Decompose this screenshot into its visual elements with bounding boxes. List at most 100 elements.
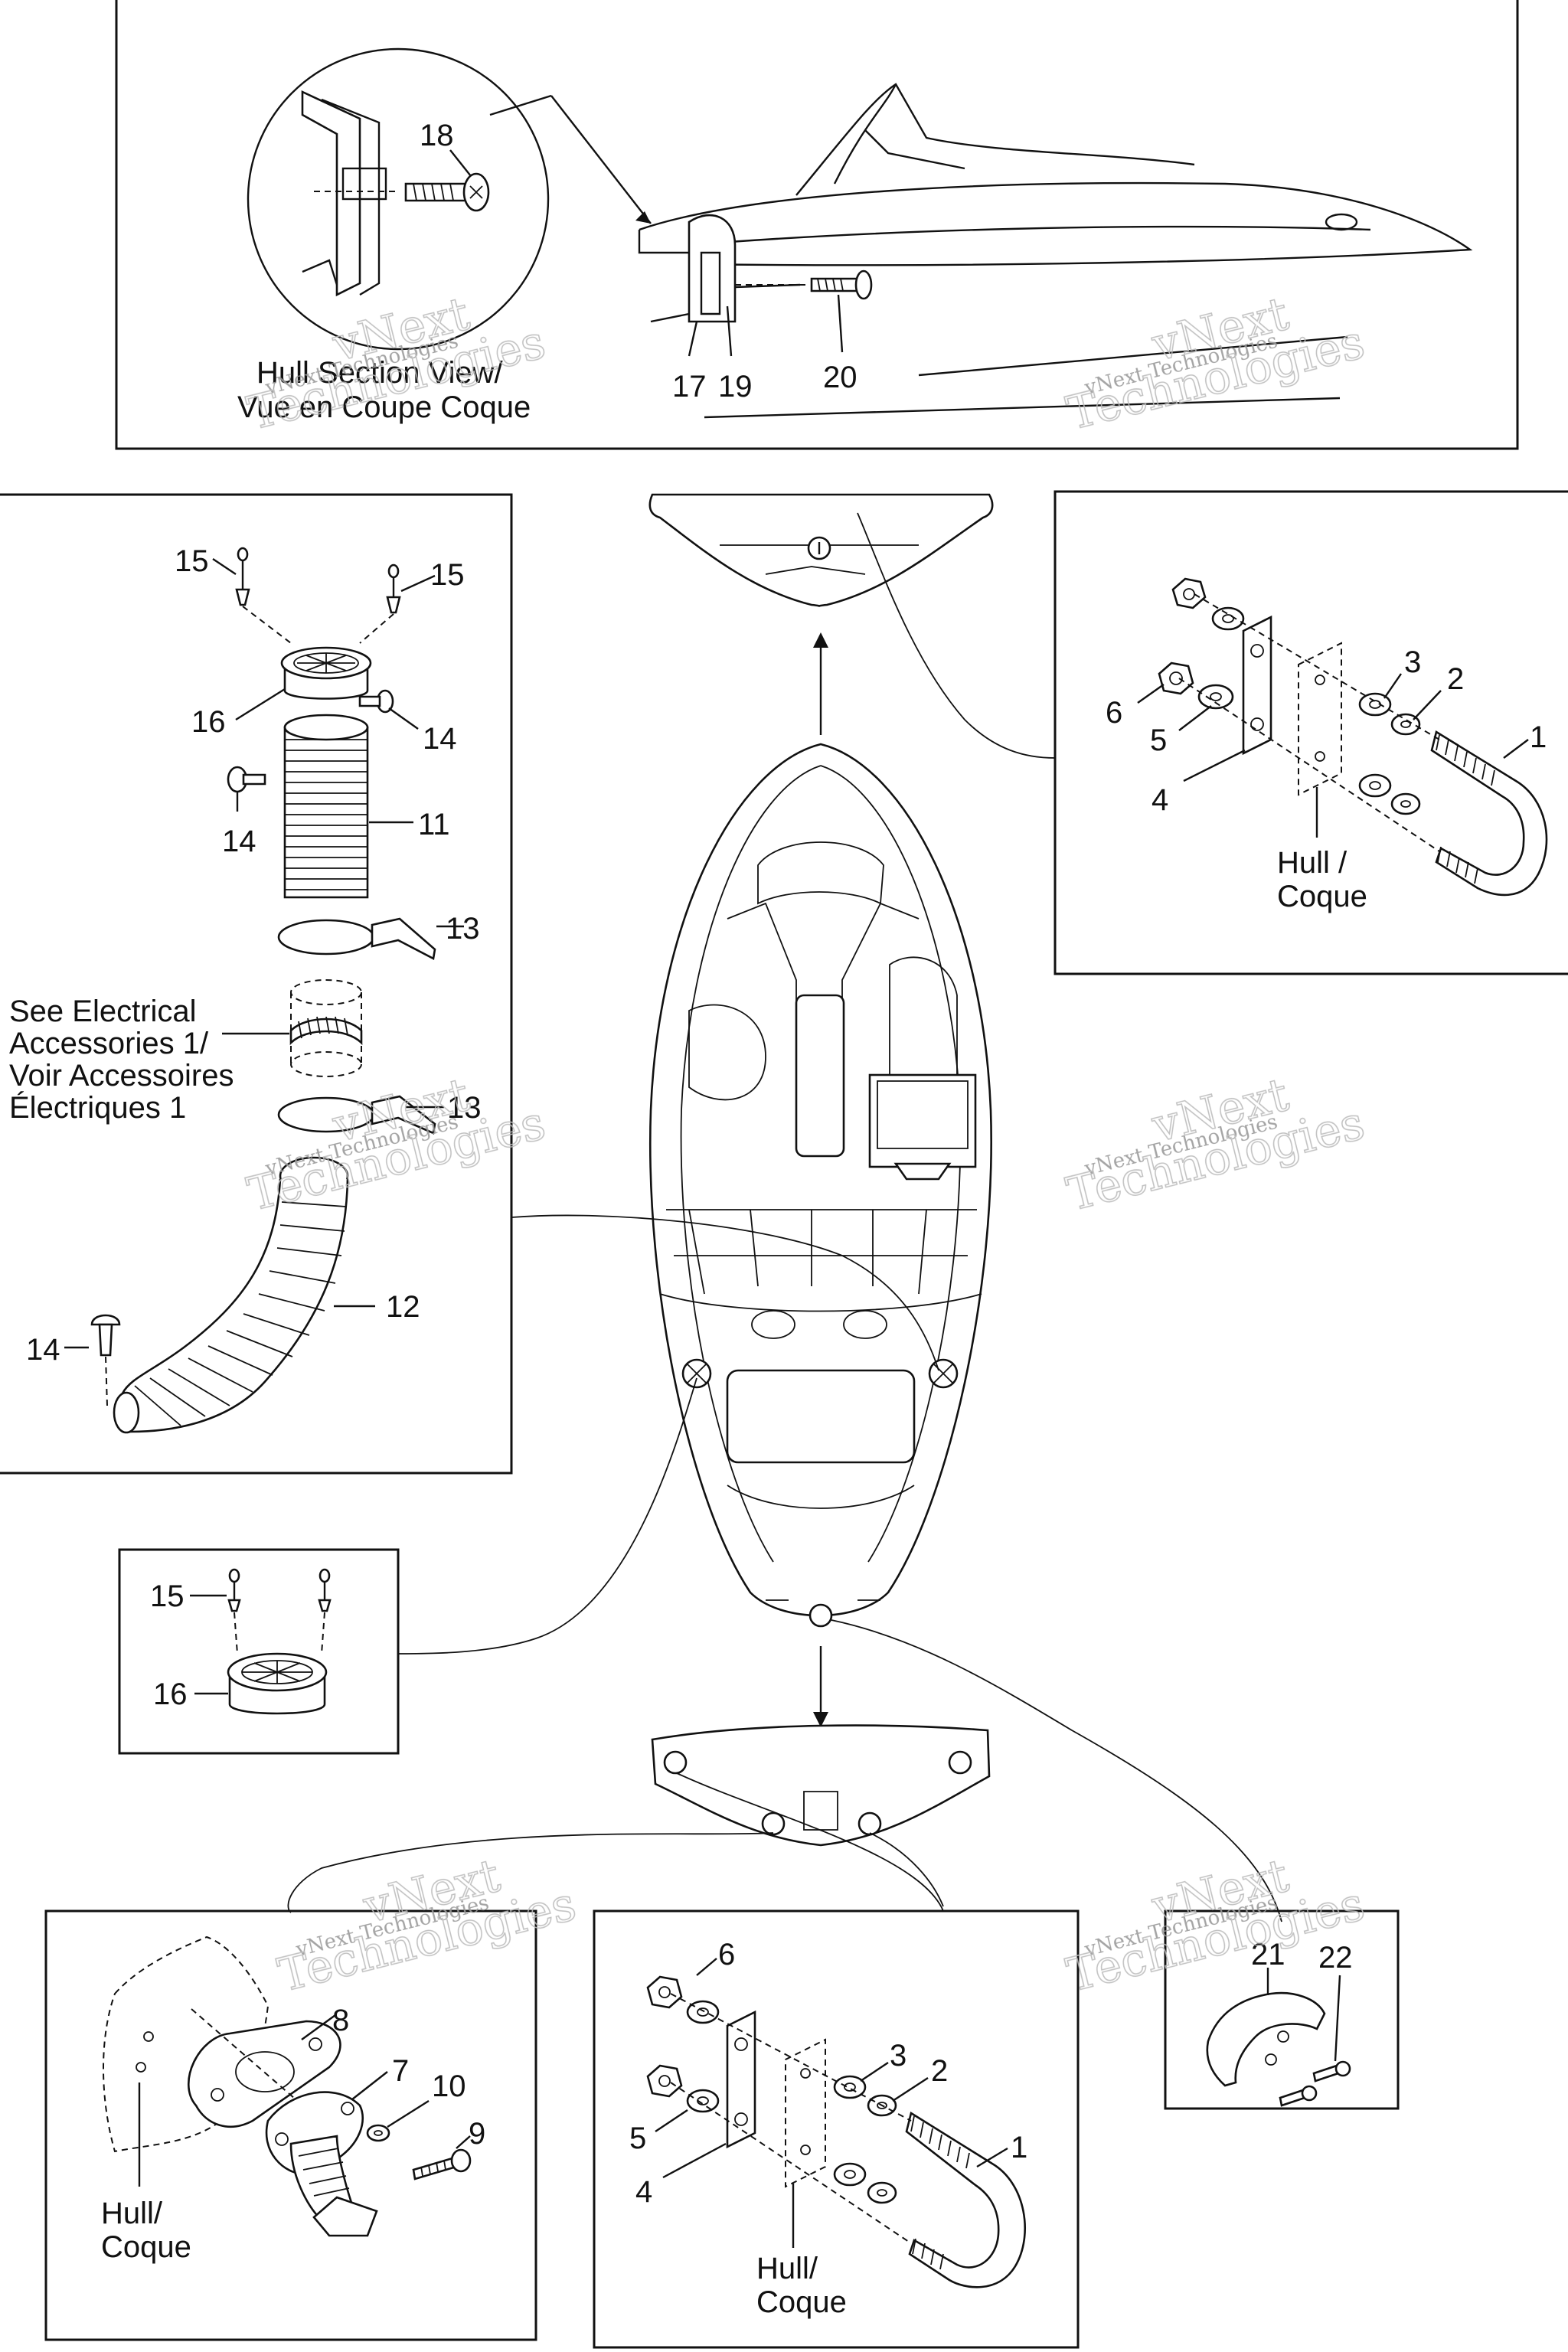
callout-2-rear: 2	[931, 2054, 948, 2088]
callout-2-front: 2	[1447, 662, 1464, 696]
boat-side-view	[638, 83, 1473, 419]
callout-15-c: 15	[150, 1579, 185, 1613]
note-line-4: Électriques 1	[9, 1090, 186, 1125]
gasket-8	[188, 2020, 341, 2128]
u-bolt-1-rear	[905, 2111, 1026, 2288]
note-line-2: Accessories 1/	[9, 1027, 209, 1060]
nut-6-rear-top	[646, 1975, 683, 2009]
front-ubolt-panel: 3 2 1 6 5 4 Hull / Coque	[1054, 490, 1568, 975]
bow-eye-bracket	[648, 493, 994, 607]
u-bolt-1	[1430, 730, 1548, 897]
vent-cover-16	[280, 646, 372, 700]
hose-clamp-13-lower	[277, 1095, 436, 1135]
callout-6-rear: 6	[718, 1938, 735, 1971]
hull-section-dashed	[1298, 642, 1342, 796]
callout-16-b: 16	[153, 1677, 188, 1711]
screw-20	[810, 270, 873, 300]
callout-21: 21	[1251, 1938, 1285, 1971]
watermark-mid-right: vNext Technologies vNext Technologies	[1061, 1067, 1370, 1223]
washer-3-rear-upper	[833, 2075, 867, 2099]
washer-3-upper	[1358, 692, 1392, 717]
panel-frame	[1054, 490, 1568, 975]
watermark-bottom-right: vNext Technologies vNext Technologies	[1061, 1848, 1370, 2004]
washer-3-rear-lower	[833, 2162, 867, 2187]
washer-5-rear-top	[686, 2000, 720, 2024]
hull-section-panel: 18 17	[115, 0, 1519, 450]
nut-6-top	[1171, 577, 1207, 609]
drain-plug-7	[265, 2091, 378, 2237]
panel-frame	[44, 1909, 537, 2341]
callout-14-a: 14	[423, 722, 457, 756]
callout-3-rear: 3	[890, 2039, 906, 2073]
panel-frame	[593, 1909, 1080, 2349]
hose-clamp-13-upper	[277, 917, 436, 960]
callout-16: 16	[191, 705, 226, 739]
callout-14-c: 14	[26, 1333, 60, 1367]
screw-22-b	[1279, 2085, 1318, 2107]
screw-9	[412, 2148, 472, 2180]
watermark-mid-left: vNext Technologies vNext Technologies	[242, 1067, 551, 1223]
callout-5-rear: 5	[629, 2122, 646, 2155]
screw-22-a	[1312, 2060, 1351, 2082]
screw-18	[404, 172, 490, 212]
washer-3-lower	[1358, 773, 1392, 798]
callout-9: 9	[469, 2117, 485, 2151]
hull-section-detail-circle	[247, 47, 550, 351]
screw-14-lower	[90, 1314, 121, 1357]
clip-21	[1206, 1991, 1326, 2087]
flex-hose-12	[113, 1156, 349, 1434]
vent-cover-16-b	[227, 1652, 328, 1715]
hull-label-drain-1: Hull/	[101, 2197, 163, 2230]
washer-5-mid	[1197, 684, 1234, 710]
note-line-1: See Electrical	[9, 995, 197, 1028]
hull-label-front-1: Hull /	[1277, 846, 1348, 880]
note-line-3: Voir Accessoires	[9, 1059, 234, 1093]
watermark-top-right: vNext Technologies vNext Technologies	[1061, 286, 1370, 442]
washer-10	[366, 2124, 390, 2142]
hull-section-caption-2: Vue en Coupe Coque	[237, 390, 531, 424]
hull-label-drain-2: Coque	[101, 2230, 191, 2264]
pin-15-b	[318, 1568, 332, 1612]
callout-13-b: 13	[447, 1091, 482, 1125]
clip-panel: 21 22	[1164, 1909, 1400, 2110]
backing-plate-4	[1242, 615, 1272, 756]
vent-assembly-panel: 15 15 16 14 14 11	[0, 493, 513, 1475]
callout-1-rear: 1	[1011, 2131, 1027, 2164]
callout-1-front: 1	[1530, 720, 1547, 754]
electrical-accessory	[289, 979, 363, 1077]
watermark-bottom-left: vNext Technologies vNext Technologies	[273, 1848, 582, 2004]
callout-19: 19	[718, 370, 753, 403]
panel-frame	[118, 1548, 400, 1755]
callout-4-rear: 4	[635, 2175, 652, 2209]
hull-body	[649, 743, 992, 1628]
bellows-hose-11	[283, 714, 369, 899]
panel-frame	[1164, 1909, 1400, 2110]
callout-8: 8	[332, 2004, 349, 2037]
callout-5-front: 5	[1150, 724, 1167, 757]
stern-eye-bracket	[651, 1724, 991, 1847]
nut-6-mid	[1158, 662, 1194, 695]
callout-6-front: 6	[1106, 696, 1122, 730]
callout-13-a: 13	[446, 912, 480, 946]
hull-section-rear-dashed	[785, 2038, 826, 2188]
callout-20: 20	[823, 361, 858, 394]
callout-22: 22	[1318, 1941, 1353, 1975]
callout-15-b: 15	[430, 558, 465, 592]
backing-plate-4-rear	[726, 2010, 756, 2149]
callout-17: 17	[672, 370, 707, 403]
panel-frame	[115, 0, 1519, 450]
callout-10: 10	[432, 2069, 466, 2103]
callout-7: 7	[392, 2054, 409, 2088]
callout-3-front: 3	[1404, 645, 1421, 679]
washer-5-top	[1211, 606, 1245, 631]
washer-2-lower	[1390, 792, 1421, 815]
hull-label-front-2: Coque	[1277, 880, 1367, 913]
drain-plug-panel: 8 7 10 9 Hull/ Coque	[44, 1909, 537, 2341]
pin-15-a	[227, 1568, 241, 1612]
callout-18: 18	[420, 119, 454, 152]
rear-ubolt-panel: 6 3 2 5 1 4 Hull/ Coque	[593, 1909, 1080, 2349]
callout-11: 11	[418, 808, 450, 841]
washer-5-rear-mid	[686, 2089, 720, 2113]
washer-2-rear-lower	[867, 2181, 897, 2204]
